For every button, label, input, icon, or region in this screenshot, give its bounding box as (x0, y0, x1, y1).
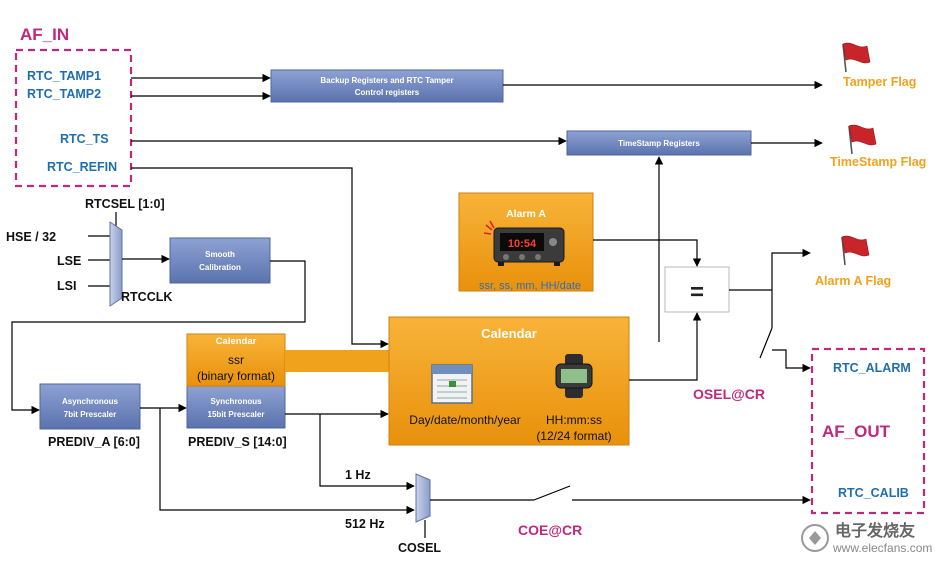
async-line2: 7bit Prescaler (64, 410, 116, 419)
calendar-icon (431, 364, 473, 404)
sync-line1: Synchronous (210, 397, 262, 406)
tamper-flag: Tamper Flag (842, 42, 916, 89)
compare-symbol: = (690, 279, 704, 306)
prediv-a-label: PREDIV_A [6:0] (48, 435, 140, 449)
coe-label: COE@CR (518, 522, 582, 538)
sync-line2: 15bit Prescaler (208, 410, 265, 419)
alarm-flag-wire (729, 248, 811, 291)
alarm-a-title: Alarm A (506, 208, 546, 220)
af-out-title: AF_OUT (822, 422, 891, 441)
osel-label: OSEL@CR (693, 386, 765, 402)
async-line1: Asynchronous (62, 397, 119, 406)
calendar-block: Calendar Day/date/month/year HH:mm:ss (1… (388, 316, 630, 446)
alarm-display: 10:54 (508, 238, 537, 250)
refin-wire (131, 167, 389, 349)
rtc-refin-label: RTC_REFIN (47, 160, 117, 174)
hz512-wire (159, 408, 415, 515)
sync-prescaler-block: Synchronous 15bit Prescaler (186, 385, 286, 429)
rtc-calib-label: RTC_CALIB (838, 486, 909, 500)
lsi-label: LSI (57, 279, 76, 293)
hz512-label: 512 Hz (345, 517, 385, 531)
calendar-ssr-block: Calendar ssr (binary format) (186, 333, 286, 387)
hz1-wire (319, 414, 415, 491)
ssr-connector-bar (285, 350, 390, 372)
alarm-to-compare-wire (593, 239, 702, 267)
rtc-ts-label: RTC_TS (60, 132, 109, 146)
cosel-mux (415, 473, 431, 523)
osel-switch (759, 327, 773, 359)
calendar-time-line1: HH:mm:ss (546, 413, 602, 427)
smooth-line1: Smooth (205, 250, 235, 259)
cal-small-line2: (binary format) (197, 369, 275, 383)
calendar-date-label: Day/date/month/year (409, 413, 520, 427)
af-in-group-border (14, 48, 133, 188)
hz1-label: 1 Hz (345, 468, 371, 482)
calendar-time-line2: (12/24 format) (536, 429, 611, 443)
alarm-flag-label: Alarm A Flag (815, 274, 891, 288)
alarm-clock-icon: 10:54 (483, 220, 565, 266)
rtcsel-label: RTCSEL [1:0] (85, 197, 165, 211)
backup-registers-block: Backup Registers and RTC Tamper Control … (270, 69, 504, 103)
cal-small-line1: ssr (228, 353, 244, 367)
osel-to-alarm-wire (772, 349, 811, 373)
alarm-flag: Alarm A Flag (815, 235, 891, 288)
watermark-cn: 电子发烧友 (835, 521, 916, 540)
backup-line1: Backup Registers and RTC Tamper (320, 76, 453, 85)
watermark: 电子发烧友 www.elecfans.com (801, 521, 932, 555)
tamper-flag-label: Tamper Flag (843, 75, 916, 89)
prediv-s-label: PREDIV_S [14:0] (188, 435, 287, 449)
smooth-calibration-block: Smooth Calibration (169, 237, 271, 284)
timestamp-label: TimeStamp Registers (618, 139, 700, 148)
rtc-tamp2-label: RTC_TAMP2 (27, 87, 101, 101)
timestamp-flag-label: TimeStamp Flag (830, 155, 926, 169)
alarm-fields: ssr, ss, mm, HH/date (479, 280, 581, 292)
watermark-url: www.elecfans.com (832, 541, 932, 555)
elecfans-logo-icon (801, 524, 829, 552)
red-flag-icon (841, 235, 870, 266)
smooth-line2: Calibration (199, 263, 241, 272)
calendar-title: Calendar (481, 326, 537, 341)
rtc-tamp1-label: RTC_TAMP1 (27, 69, 101, 83)
alarm-a-block: Alarm A 10:54 ssr, ss, mm, HH/date (458, 192, 594, 292)
timestamp-registers-block: TimeStamp Registers (566, 130, 752, 156)
red-flag-icon (848, 124, 877, 155)
backup-line2: Control registers (355, 88, 420, 97)
calibrated-clock-wire (11, 260, 306, 415)
lse-label: LSE (57, 254, 81, 268)
af-out-group-border (810, 347, 926, 515)
af-in-title: AF_IN (20, 25, 69, 44)
rtcclk-label: RTCCLK (121, 290, 172, 304)
comparator-block: = (664, 266, 730, 313)
red-flag-icon (842, 42, 871, 73)
hse-label: HSE / 32 (6, 230, 56, 244)
cosel-label: COSEL (398, 541, 441, 555)
cal-small-title: Calendar (216, 336, 257, 347)
coe-switch (533, 485, 571, 501)
async-prescaler-block: Asynchronous 7bit Prescaler (39, 383, 141, 430)
wristwatch-icon (555, 354, 593, 398)
rtc-alarm-label: RTC_ALARM (833, 361, 911, 375)
timestamp-flag: TimeStamp Flag (830, 124, 926, 169)
calendar-to-compare-wire (629, 312, 702, 381)
rtcclk-mux (109, 221, 123, 307)
